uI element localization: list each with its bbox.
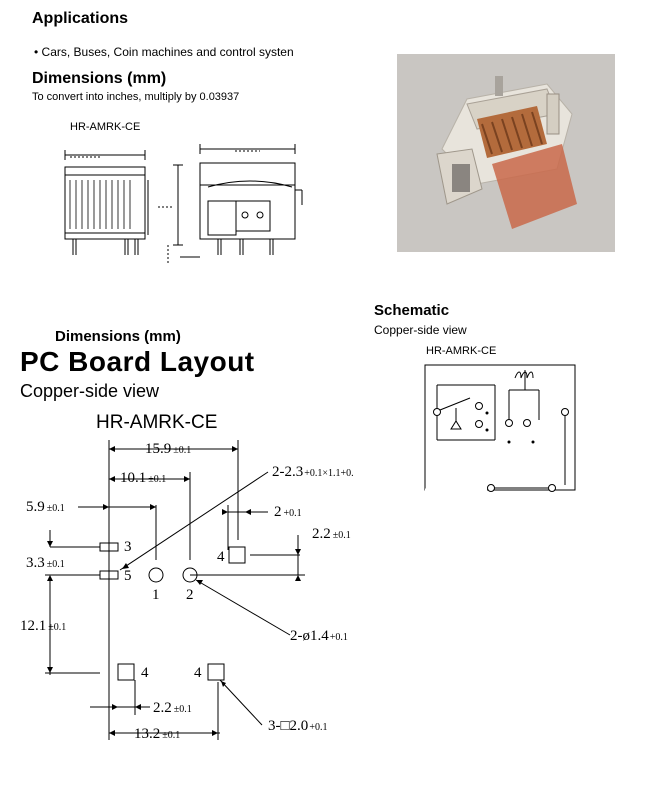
dim-13-2: 13.2±0.1: [134, 726, 180, 742]
dim-10-1: 10.1±0.1: [120, 470, 166, 486]
pin-label-1: 1: [152, 587, 160, 603]
dim-2: 2+0.1: [274, 504, 302, 520]
pcb-subtitle: Copper-side view: [20, 381, 160, 401]
dim-round-holes: 2-ø1.4+0.1: [290, 628, 348, 644]
pin-label-4-right: 4: [194, 665, 202, 681]
pin-label-4-left: 4: [141, 665, 149, 681]
dim-2-2-bottom: 2.2±0.1: [153, 700, 192, 716]
schematic-heading: Schematic: [374, 302, 450, 319]
pin-label-5: 5: [124, 568, 132, 584]
relay-photo-icon: [436, 76, 577, 229]
dim-15-9: 15.9±0.1: [145, 441, 191, 457]
dim-12-1: 12.1±0.1: [20, 618, 66, 634]
convert-note: To convert into inches, multiply by 0.03…: [32, 91, 240, 103]
schematic-drawing: [424, 364, 576, 492]
pin-label-3: 3: [124, 539, 132, 555]
pcb-layout-drawing: 15.9±0.1 10.1±0.1 5.9±0.1 3.3±0.1 12.1±0…: [20, 440, 354, 742]
applications-item: • Cars, Buses, Coin machines and control…: [34, 45, 294, 59]
dimensions-model-label: HR-AMRK-CE: [70, 121, 141, 133]
dim-3-3: 3.3±0.1: [26, 555, 65, 571]
dim-2-2-right: 2.2±0.1: [312, 526, 351, 542]
relay-photo: [397, 54, 615, 252]
applications-heading: Applications: [32, 10, 129, 27]
pcb-model-label: HR-AMRK-CE: [96, 412, 218, 433]
schematic-model-label: HR-AMRK-CE: [426, 345, 497, 357]
dimensions-heading: Dimensions (mm): [32, 70, 167, 87]
dim-5-9: 5.9±0.1: [26, 499, 65, 515]
schematic-subtitle: Copper-side view: [374, 323, 467, 337]
relay-side-body: [64, 166, 146, 240]
pin-label-4-top: 4: [217, 549, 225, 565]
relay-front-body: [199, 162, 296, 240]
pcb-dimensions-heading: Dimensions (mm): [55, 328, 181, 345]
pin-label-2: 2: [186, 587, 194, 603]
dimension-drawing: [64, 144, 303, 263]
dim-square-holes: 3-□2.0+0.1: [268, 718, 327, 734]
pcb-title: PC Board Layout: [20, 346, 255, 377]
dim-slot-holes: 2-2.3+0.1×1.1+0.: [272, 464, 354, 480]
